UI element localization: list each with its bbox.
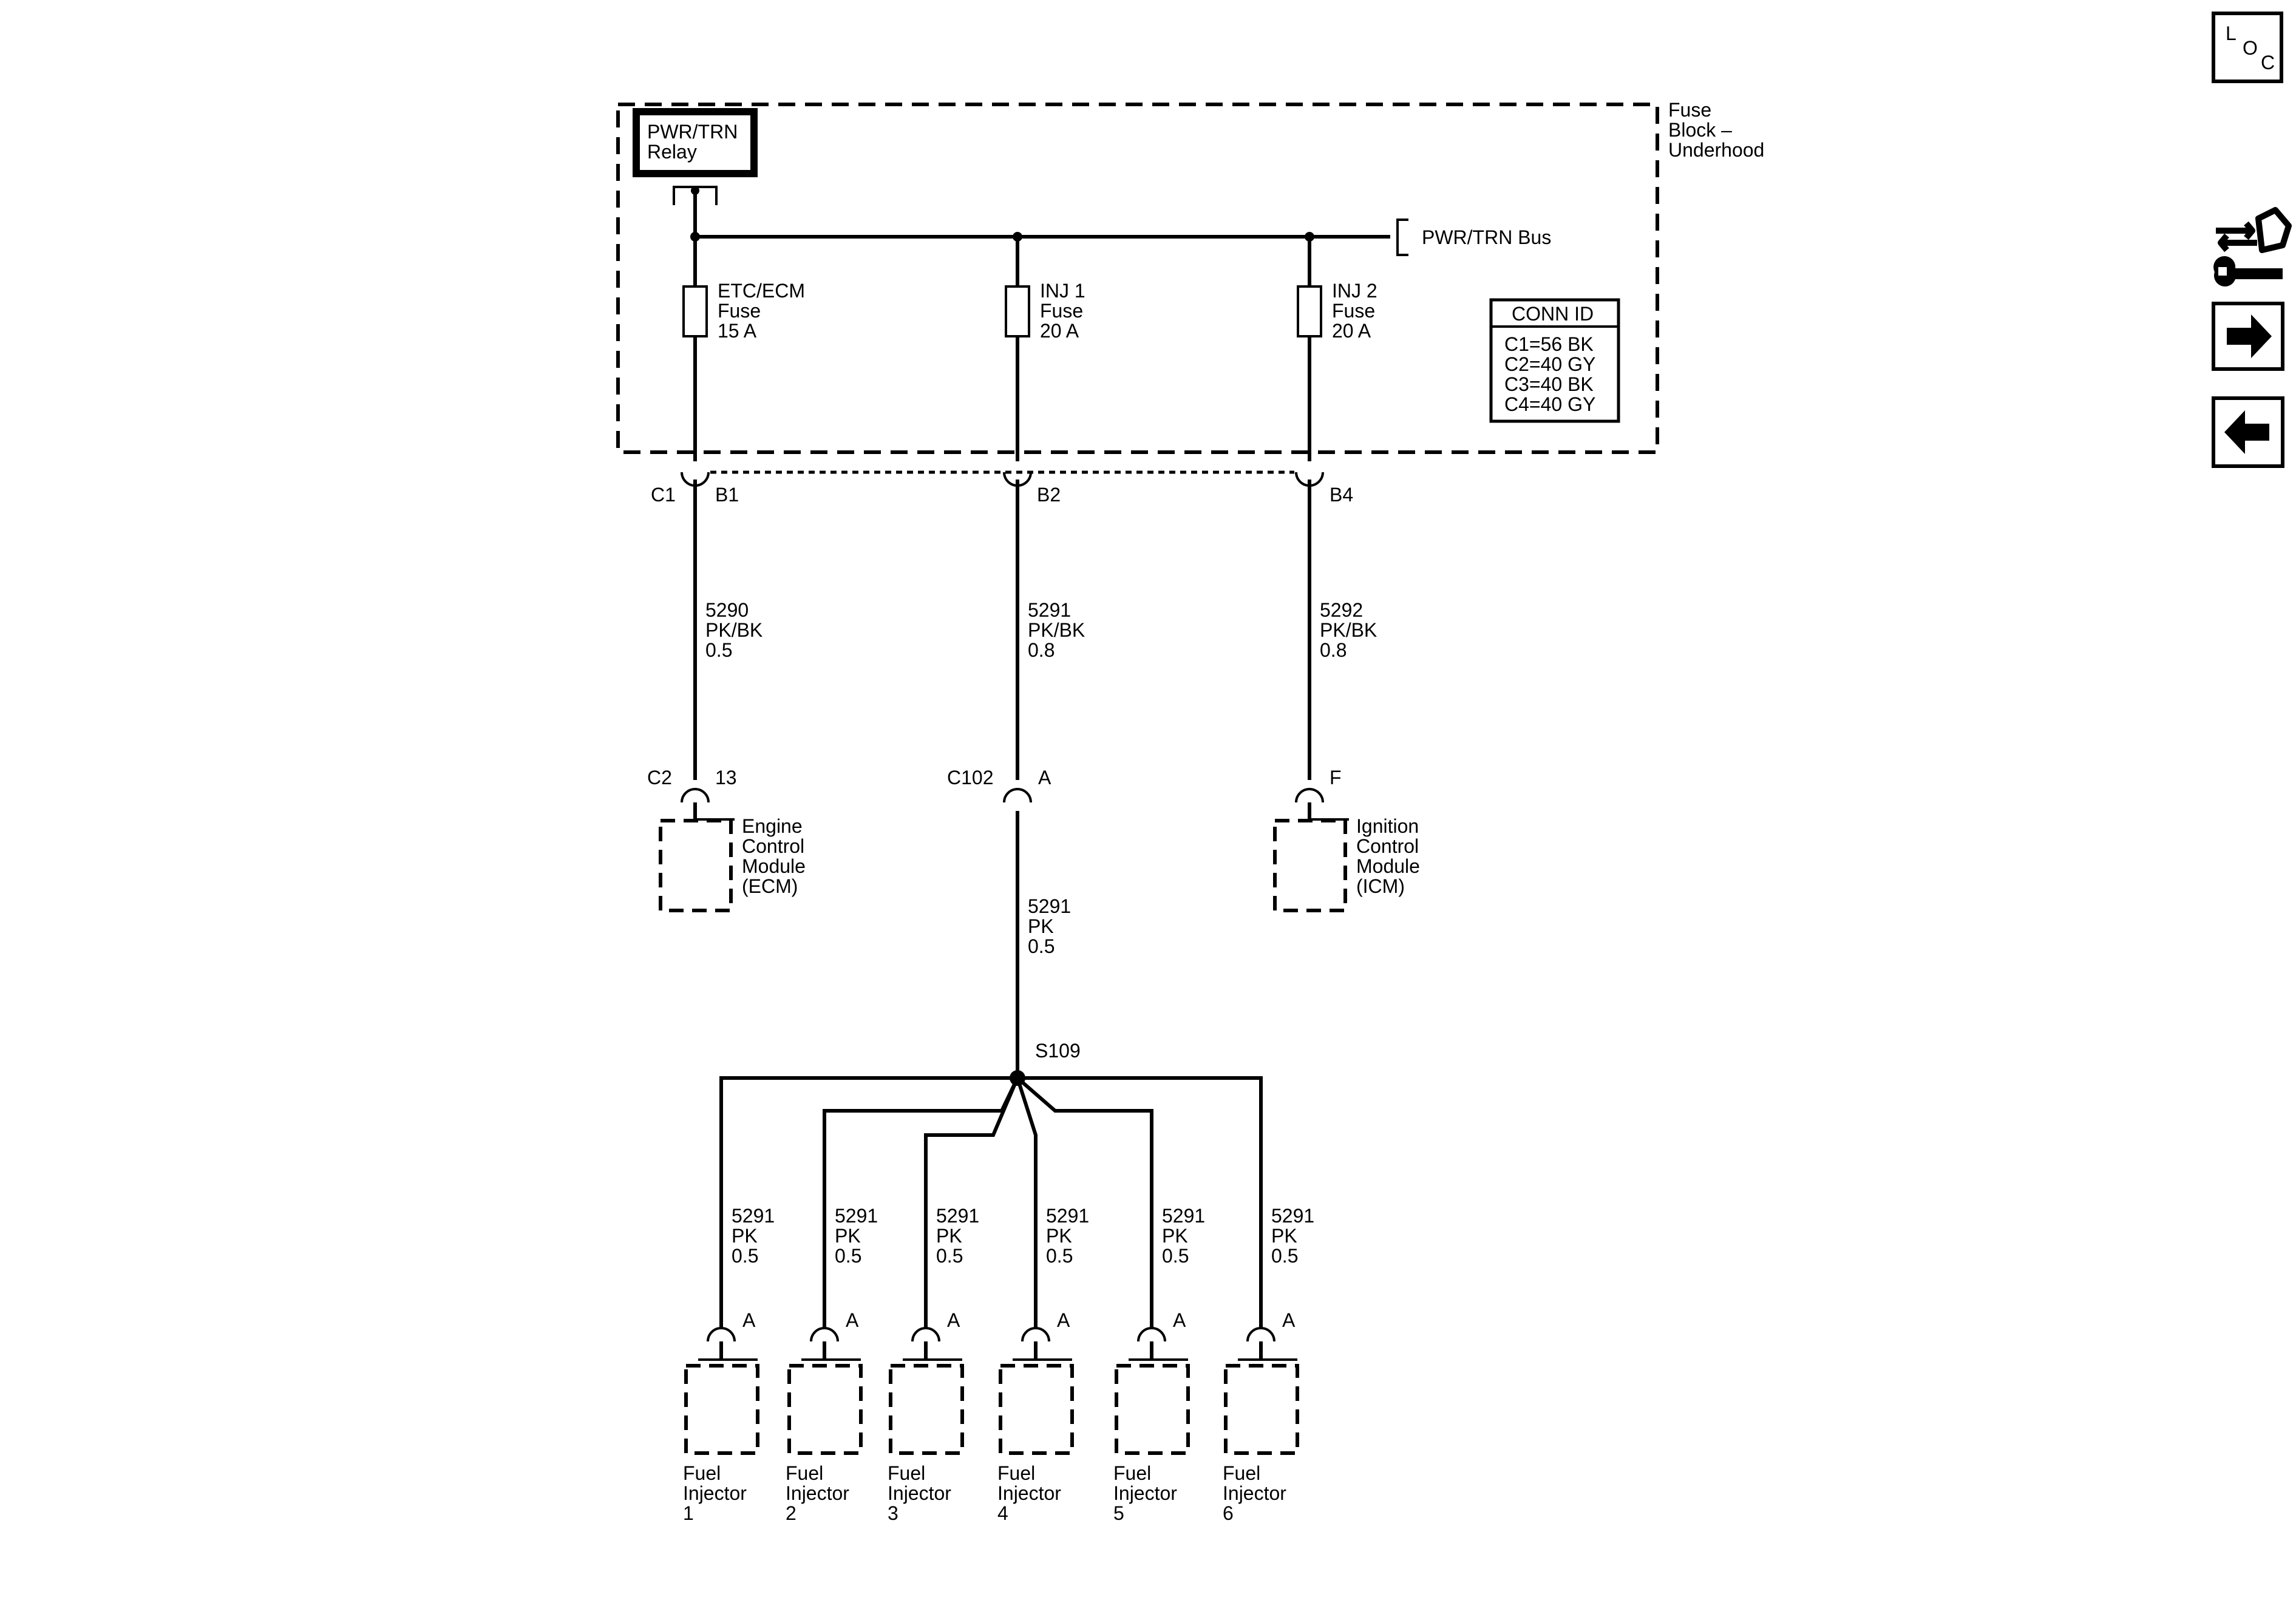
injector-4-label: Fuel Injector 4: [997, 1462, 1067, 1524]
loc-letter-o: O: [2243, 37, 2258, 59]
wire-5292-label: 5292 PK/BK 0.8: [1320, 599, 1382, 661]
c102-label: C102: [947, 767, 994, 788]
relay-box: [633, 108, 758, 177]
wire-5290-label: 5290 PK/BK 0.5: [705, 599, 768, 661]
injector-4-wire-label: 5291 PK 0.5: [1046, 1205, 1095, 1267]
injector-3-wire-label: 5291 PK 0.5: [936, 1205, 985, 1267]
b4-label: B4: [1330, 484, 1353, 506]
pin-13-label: 13: [715, 767, 737, 788]
fuse-block-boundary: [616, 103, 1659, 454]
injector-1-body: [684, 1364, 759, 1455]
injector-5-body: [1115, 1364, 1190, 1455]
fuse-block-title: Fuse Block – Underhood: [1668, 99, 1764, 161]
b1-label: B1: [715, 484, 739, 506]
conn-id-header: CONN ID: [1512, 303, 1594, 325]
injector-2-pin: A: [846, 1309, 859, 1331]
fuel-injector-3: 5291 PK 0.5 A Fuel Injector 3: [888, 1205, 985, 1524]
injector-1-label: Fuel Injector 1: [683, 1462, 752, 1524]
injector-2-label: Fuel Injector 2: [786, 1462, 855, 1524]
injector-1-wire-label: 5291 PK 0.5: [732, 1205, 780, 1267]
injector-5-pin: A: [1173, 1309, 1186, 1331]
etc-ecm-fuse-label: ETC/ECM Fuse 15 A: [718, 280, 810, 342]
icm-module: [1273, 819, 1347, 912]
injector-6-wire-label: 5291 PK 0.5: [1271, 1205, 1320, 1267]
ecm-module: [659, 819, 733, 912]
wire-5291-pk-label: 5291 PK 0.5: [1028, 895, 1076, 957]
bus-label: PWR/TRN Bus: [1422, 226, 1551, 248]
fuel-injector-4: 5291 PK 0.5 A Fuel Injector 4: [997, 1205, 1095, 1524]
injector-1-pin: A: [742, 1309, 756, 1331]
injector-4-body: [999, 1364, 1074, 1455]
loc-letter-l: L: [2226, 22, 2237, 44]
injector-6-pin: A: [1282, 1309, 1296, 1331]
injector-6-label: Fuel Injector 6: [1223, 1462, 1292, 1524]
inj1-fuse-label: INJ 1 Fuse 20 A: [1040, 280, 1091, 342]
injector-3-pin: A: [947, 1309, 960, 1331]
connector-tool-icon[interactable]: [2213, 207, 2292, 287]
fuel-injector-6: 5291 PK 0.5 A Fuel Injector 6: [1223, 1205, 1320, 1524]
c2-label: C2: [647, 767, 672, 788]
etc-ecm-fuse: [682, 285, 708, 337]
icm-pin-f-label: F: [1330, 767, 1342, 788]
fuel-injector-1: 5291 PK 0.5 A Fuel Injector 1: [683, 1205, 780, 1524]
injector-4-pin: A: [1057, 1309, 1070, 1331]
inj1-fuse: [1005, 285, 1030, 337]
wire-5291-label: 5291 PK/BK 0.8: [1028, 599, 1090, 661]
injector-6-body: [1224, 1364, 1299, 1455]
fuel-injector-2: 5291 PK 0.5 A Fuel Injector 2: [786, 1205, 883, 1524]
relay-label: PWR/TRN Relay: [647, 121, 743, 163]
s109-label: S109: [1035, 1040, 1081, 1062]
ecm-label: Engine Control Module (ECM): [742, 815, 811, 897]
fuel-injector-5: 5291 PK 0.5 A Fuel Injector 5: [1113, 1205, 1211, 1524]
injector-2-wire-label: 5291 PK 0.5: [835, 1205, 883, 1267]
injector-5-label: Fuel Injector 5: [1113, 1462, 1183, 1524]
injector-3-body: [889, 1364, 964, 1455]
conn-id-box: [1489, 298, 1620, 423]
injector-3-label: Fuel Injector 3: [888, 1462, 957, 1524]
bus-bracket: [1396, 219, 1408, 256]
c102-pin-a-label: A: [1038, 767, 1051, 788]
conn-id-list: C1=56 BK C2=40 GY C3=40 BK C4=40 GY: [1504, 333, 1601, 415]
icm-label: Ignition Control Module (ICM): [1356, 815, 1425, 897]
injector-2-body: [787, 1364, 863, 1455]
arrow-right-icon[interactable]: [2212, 302, 2284, 371]
inj2-fuse: [1297, 285, 1322, 337]
loc-letter-c: C: [2261, 52, 2275, 73]
injector-5-wire-label: 5291 PK 0.5: [1162, 1205, 1211, 1267]
c1-label: C1: [651, 484, 676, 506]
b2-label: B2: [1037, 484, 1061, 506]
arrow-left-icon[interactable]: [2212, 396, 2284, 468]
inj2-fuse-label: INJ 2 Fuse 20 A: [1332, 280, 1383, 342]
loc-button[interactable]: L O C: [2212, 12, 2283, 83]
